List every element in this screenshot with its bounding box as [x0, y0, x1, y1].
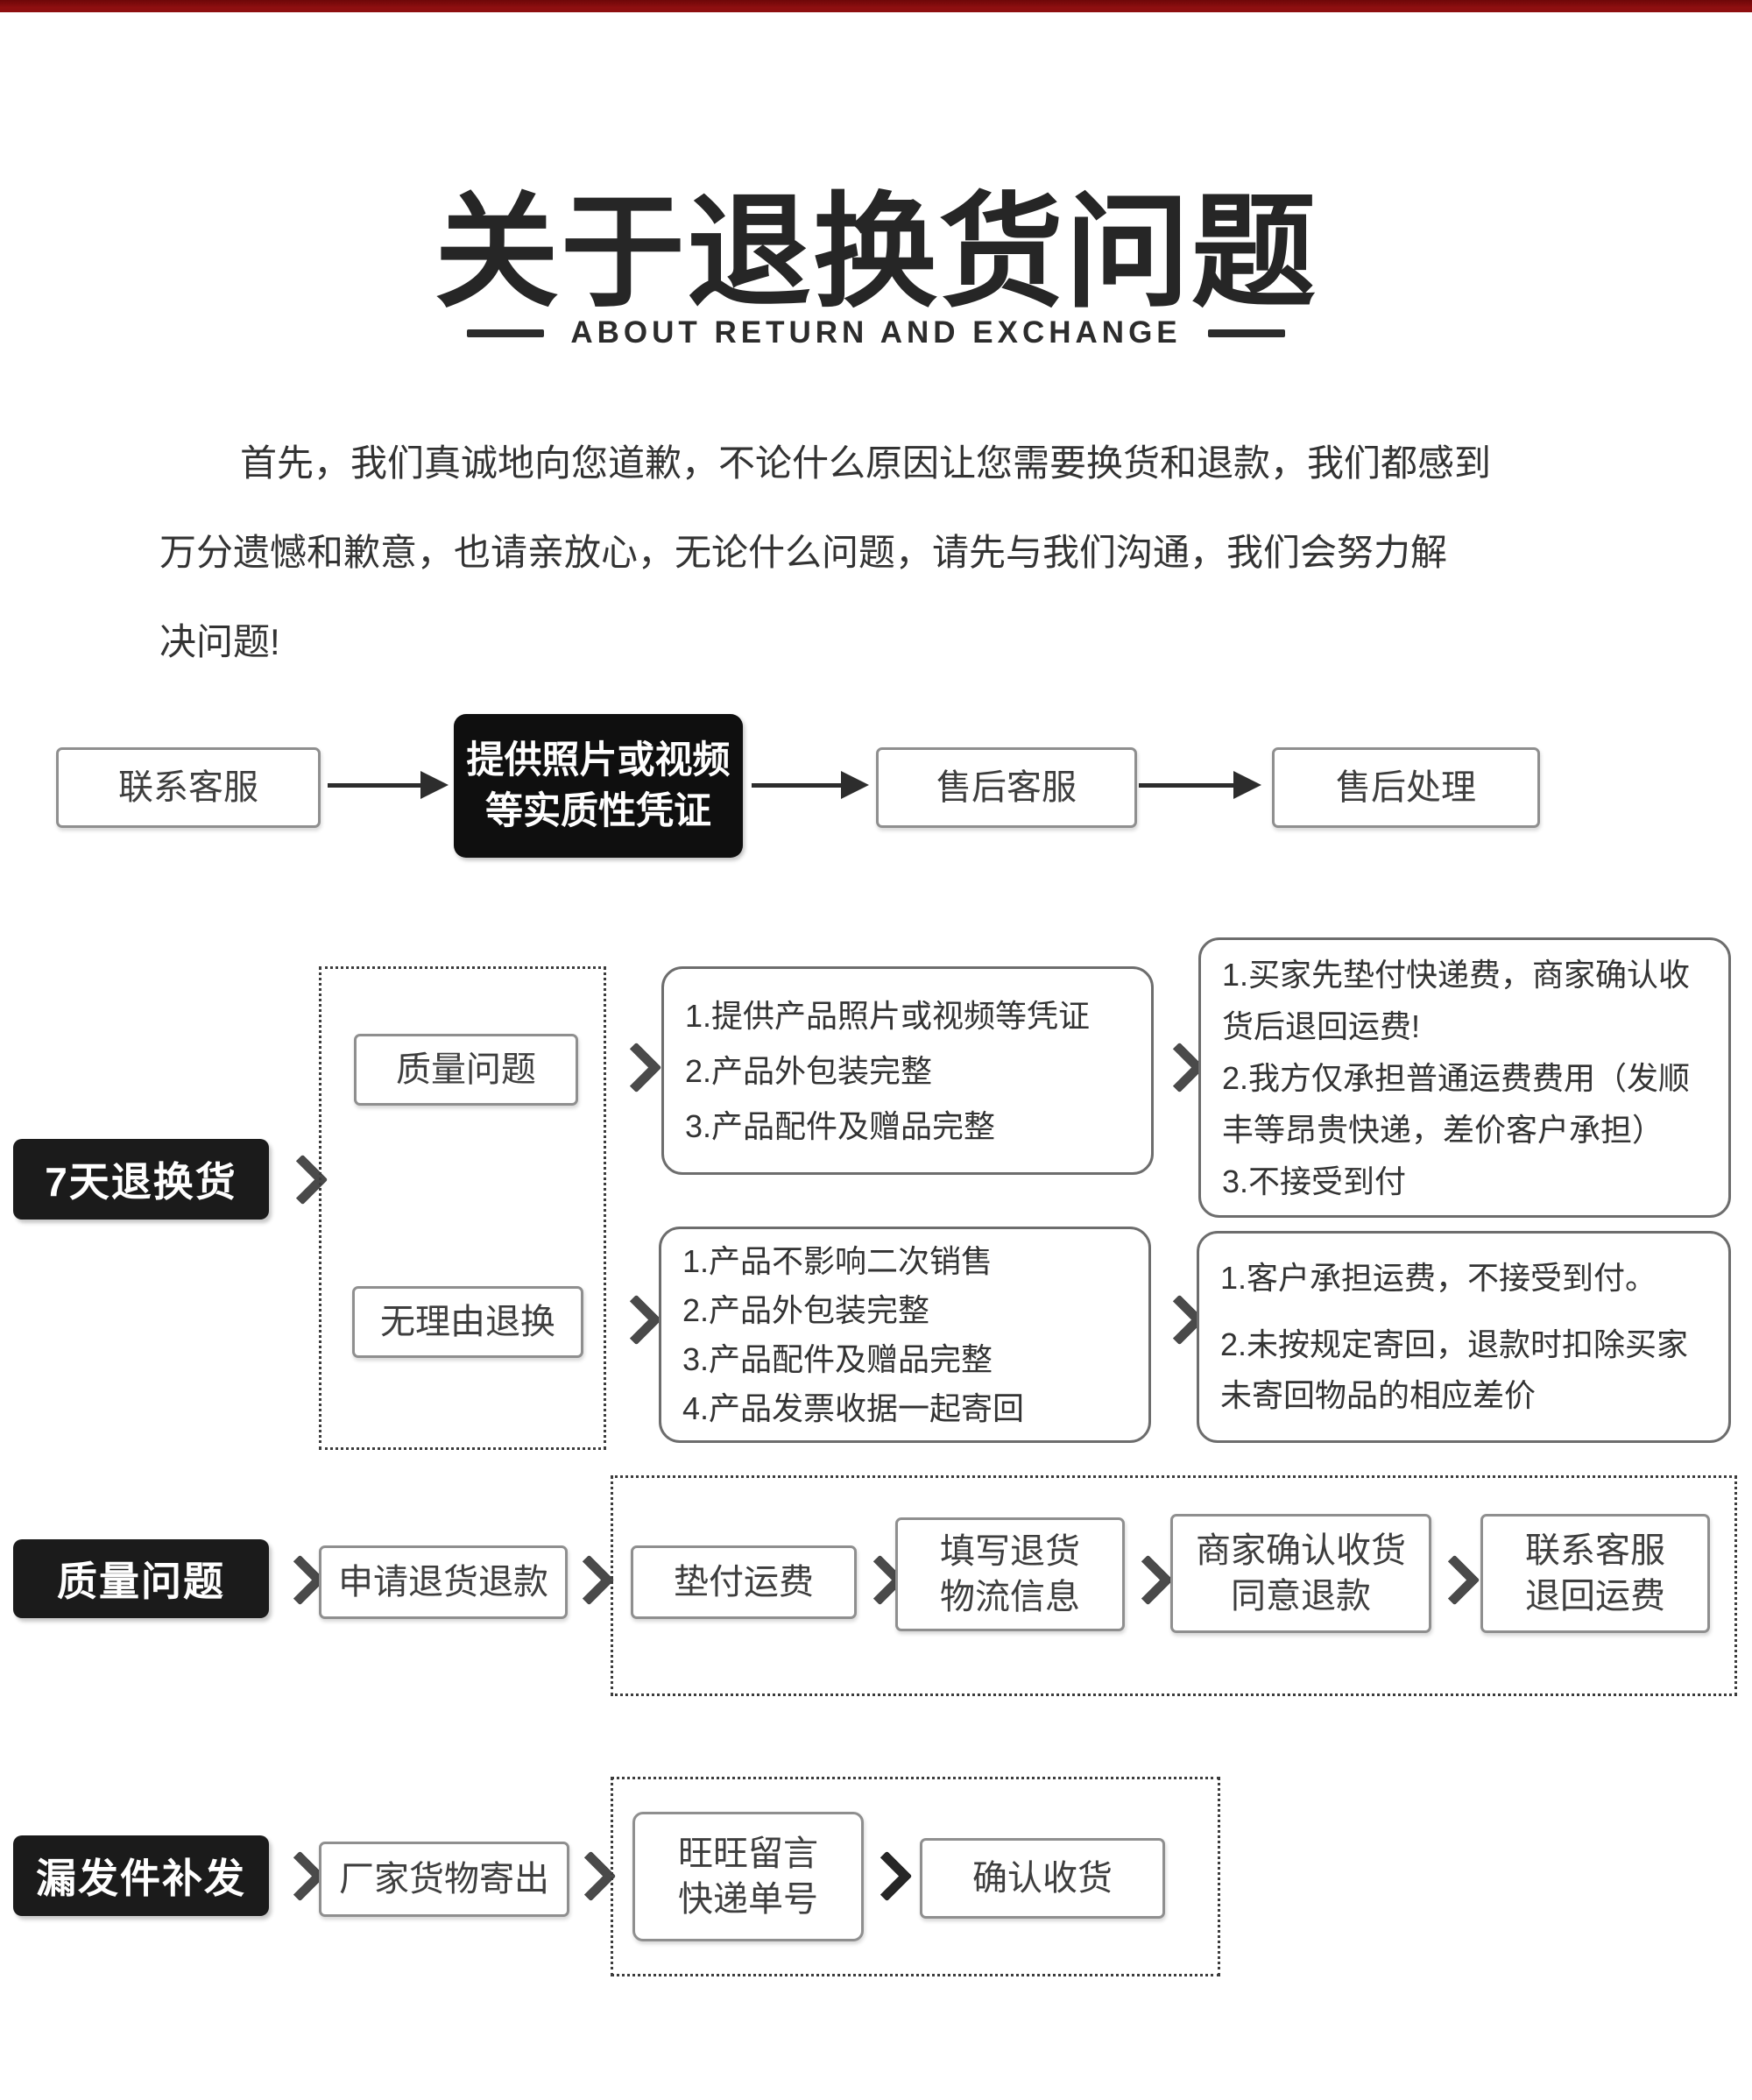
- branch-group-container: [319, 966, 606, 1450]
- policy-item: 3.不接受到付: [1222, 1163, 1407, 1199]
- intro-paragraph: 首先，我们真诚地向您道歉，不论什么原因让您需要换货和退款，我们都感到 万分遗憾和…: [159, 419, 1603, 687]
- chevron-right-icon: [1154, 1042, 1205, 1093]
- intro-line: 首先，我们真诚地向您道歉，不论什么原因让您需要换货和退款，我们都感到: [240, 442, 1492, 484]
- page-subtitle: ABOUT RETURN AND EXCHANGE: [570, 315, 1182, 350]
- top-accent-bar: [0, 0, 1752, 12]
- policy-item: 2.未按规定寄回，退款时扣除买家未寄回物品的相应差价: [1220, 1326, 1689, 1413]
- flow-step-aftersales-handling: 售后处理: [1272, 747, 1540, 828]
- policy-item: 1.客户承担运费，不接受到付。: [1220, 1260, 1657, 1296]
- section-label-quality-issue: 质量问题: [13, 1539, 269, 1618]
- refund-steps-container: [611, 1475, 1737, 1696]
- chevron-right-icon: [274, 1554, 326, 1606]
- condition-item: 3.产品配件及赠品完整: [682, 1340, 993, 1377]
- chevron-right-icon: [611, 1042, 662, 1093]
- step-seller-confirm-refund: 商家确认收货 同意退款: [1170, 1514, 1431, 1633]
- step-contact-service-refund-shipping: 联系客服 退回运费: [1480, 1514, 1710, 1633]
- policy-item: 2.我方仅承担普通运费费用（发顺丰等昂贵快递，差价客户承担）: [1222, 1059, 1691, 1148]
- chevron-right-icon: [563, 1554, 615, 1606]
- condition-item: 2.产品外包装完整: [682, 1291, 930, 1328]
- policy-item: 1.买家先垫付快递费，商家确认收货后退回运费!: [1222, 956, 1691, 1044]
- arrow-right-icon: [1139, 771, 1261, 799]
- step-wangwang-message-tracking: 旺旺留言 快递单号: [632, 1812, 864, 1941]
- chevron-right-icon: [274, 1850, 326, 1902]
- step-factory-ship-goods: 厂家货物寄出: [319, 1842, 569, 1917]
- page-title: 关于退换货问题: [434, 183, 1318, 322]
- subtitle-row: ABOUT RETURN AND EXCHANGE: [0, 315, 1752, 350]
- subtitle-dash-right: [1207, 329, 1285, 337]
- condition-item: 3.产品配件及赠品完整: [685, 1107, 996, 1144]
- condition-item: 1.提供产品照片或视频等凭证: [685, 997, 1091, 1034]
- subtitle-dash-left: [467, 329, 545, 337]
- branch-quality-issue: 质量问题: [354, 1034, 578, 1106]
- flow-step-aftersales-service: 售后客服: [876, 747, 1137, 828]
- no-reason-conditions-card: 1.产品不影响二次销售 2.产品外包装完整 3.产品配件及赠品完整 4.产品发票…: [659, 1227, 1151, 1443]
- flow-step-provide-evidence: 提供照片或视频 等实质性凭证: [454, 714, 743, 858]
- no-reason-policies-card: 1.客户承担运费，不接受到付。 2.未按规定寄回，退款时扣除买家未寄回物品的相应…: [1197, 1231, 1731, 1443]
- intro-line: 万分遗憾和歉意，也请亲放心，无论什么问题，请先与我们沟通，我们会努力解: [159, 532, 1448, 573]
- chevron-right-icon: [611, 1294, 662, 1346]
- flow-step-contact-service: 联系客服: [56, 747, 321, 828]
- condition-item: 4.产品发票收据一起寄回: [682, 1389, 1025, 1426]
- quality-conditions-card: 1.提供产品照片或视频等凭证 2.产品外包装完整 3.产品配件及赠品完整: [661, 966, 1154, 1175]
- chevron-right-icon: [565, 1850, 617, 1902]
- step-fill-logistics-info: 填写退货 物流信息: [895, 1517, 1125, 1631]
- section-label-7day-return: 7天退换货: [13, 1139, 269, 1220]
- step-prepay-shipping: 垫付运费: [631, 1545, 857, 1619]
- step-apply-refund: 申请退货退款: [319, 1545, 568, 1619]
- reshipment-steps-container: [611, 1777, 1220, 1976]
- condition-item: 2.产品外包装完整: [685, 1052, 933, 1089]
- step-confirm-receipt: 确认收货: [920, 1838, 1165, 1919]
- intro-line: 决问题!: [159, 621, 280, 662]
- arrow-right-icon: [752, 771, 869, 799]
- arrow-right-icon: [328, 771, 449, 799]
- condition-item: 1.产品不影响二次销售: [682, 1242, 993, 1279]
- branch-no-reason-return: 无理由退换: [352, 1286, 583, 1358]
- quality-policies-card: 1.买家先垫付快递费，商家确认收货后退回运费! 2.我方仅承担普通运费费用（发顺…: [1198, 937, 1731, 1218]
- section-label-missing-item: 漏发件补发: [13, 1835, 269, 1916]
